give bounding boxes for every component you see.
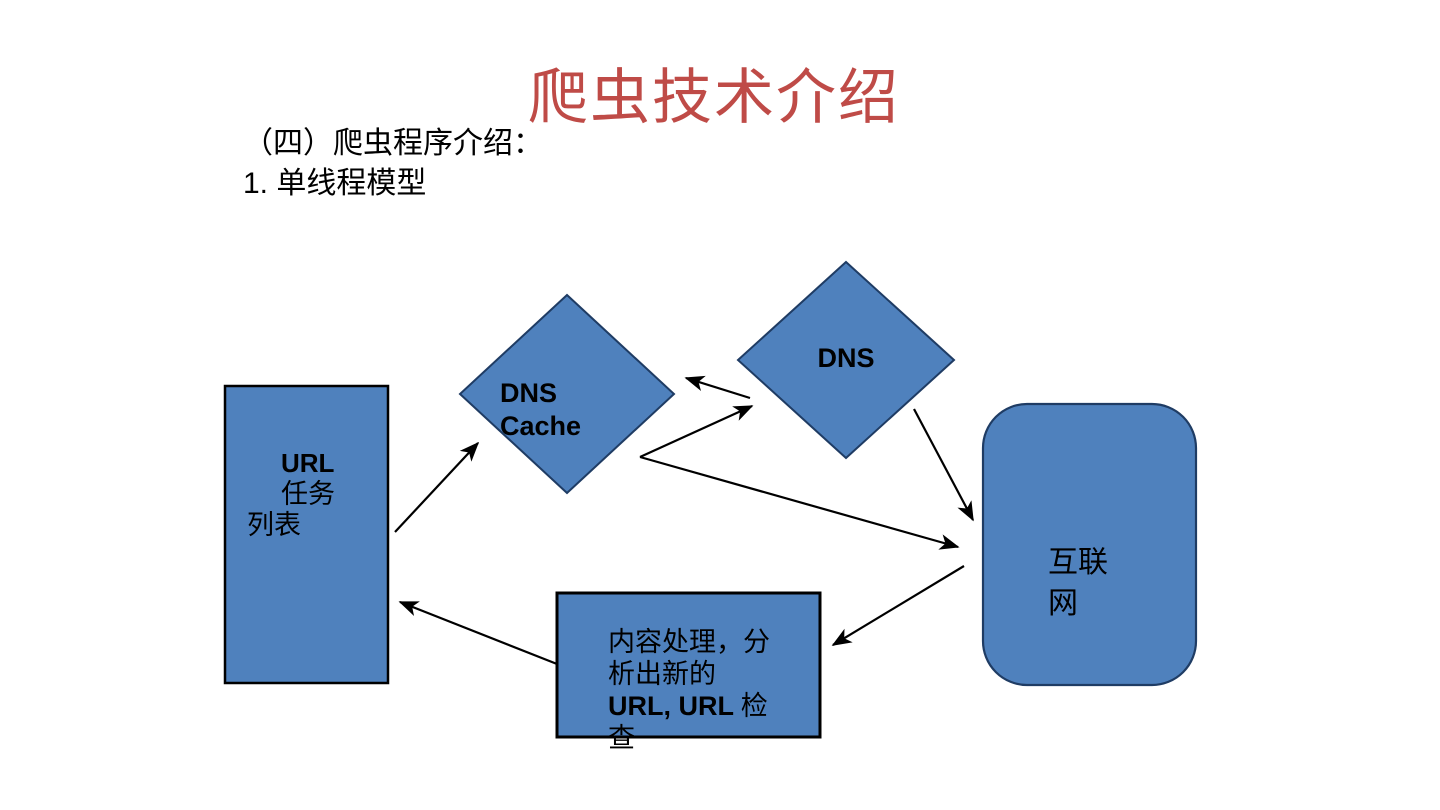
content-box-label: 内容处理，分 析出新的 URL, URL 检 查 xyxy=(608,626,838,754)
content-line-3-rest: 检 xyxy=(733,691,768,721)
dns-cache-diamond xyxy=(458,293,676,495)
internet-line-2: 网 xyxy=(1048,587,1078,620)
dns-cache-line-2: Cache xyxy=(500,411,582,441)
internet-label: 互联 网 xyxy=(1048,542,1108,624)
arrow-dns-to-internet xyxy=(913,408,974,522)
arrow-content-to-url xyxy=(398,600,558,666)
subtitle-block: （四）爬虫程序介绍： 1. 单线程模型 xyxy=(243,124,543,204)
arrow-dns-cache-to-internet xyxy=(639,455,960,550)
url-list-label: URL 任务 列表 xyxy=(225,448,388,541)
subtitle-line-2: 1. 单线程模型 xyxy=(243,167,427,200)
dns-cache-line-1: DNS xyxy=(500,378,558,408)
url-list-box-shape xyxy=(223,384,390,685)
url-list-line-1: URL xyxy=(281,448,335,478)
content-line-1: 内容处理，分 xyxy=(608,627,770,657)
content-line-2: 析出新的 xyxy=(608,659,716,689)
dns-label: DNS xyxy=(817,343,875,373)
arrow-dns-to-dns-cache xyxy=(684,375,751,400)
arrow-url-to-dns-cache xyxy=(394,441,480,533)
content-line-3: URL, URL 检 xyxy=(608,690,838,722)
content-line-4: 查 xyxy=(608,723,635,753)
content-box-shape xyxy=(555,591,822,739)
url-list-line-2: 任务 xyxy=(281,479,335,509)
slide-title: 爬虫技术介绍 xyxy=(528,64,900,131)
subtitle-line-1: （四）爬虫程序介绍： xyxy=(243,127,543,160)
dns-cache-label: DNS Cache xyxy=(500,377,581,443)
content-line-3-bold: URL, URL xyxy=(608,691,734,721)
dns-diamond xyxy=(736,260,956,460)
internet-shape xyxy=(981,402,1198,687)
arrow-internet-to-content xyxy=(831,565,965,646)
url-list-line-3: 列表 xyxy=(247,510,301,540)
arrow-dns-cache-to-dns xyxy=(639,404,754,459)
internet-line-1: 互联 xyxy=(1048,546,1108,579)
